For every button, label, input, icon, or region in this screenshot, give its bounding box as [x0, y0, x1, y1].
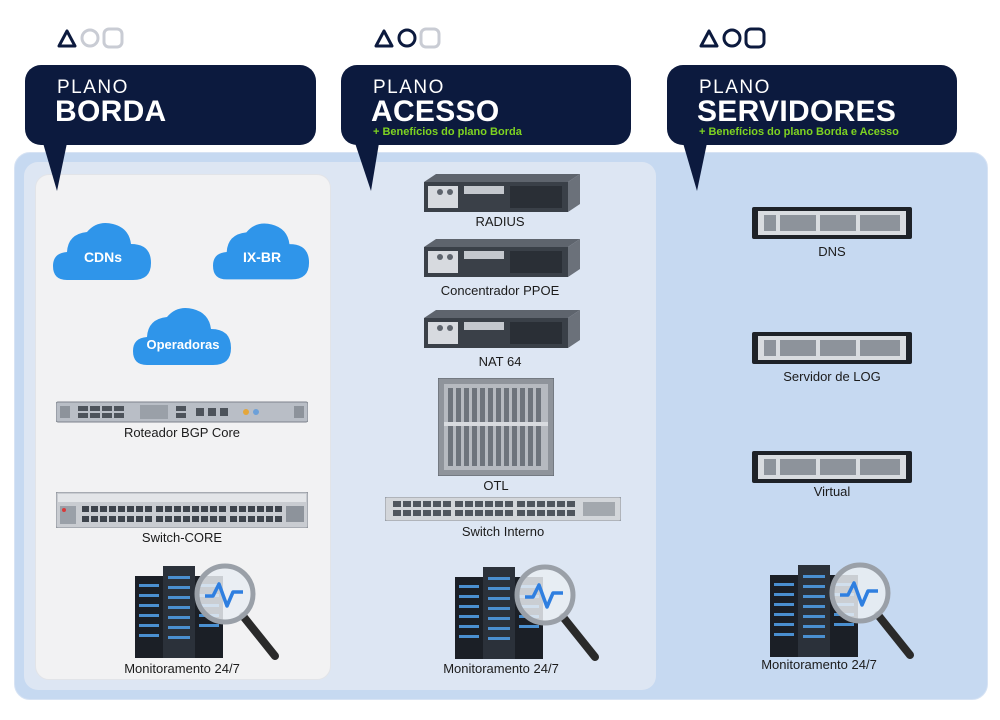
- device-label: Monitoramento 24/7: [443, 661, 559, 676]
- virtual-server-icon: [752, 451, 912, 483]
- plano-label: PLANO: [373, 77, 445, 98]
- dns-server-icon: [752, 207, 912, 239]
- triangle-icon: [374, 29, 394, 48]
- cloud-label: Operadoras: [146, 337, 220, 352]
- device-label: Servidor de LOG: [783, 369, 881, 384]
- plan-name: BORDA: [55, 95, 167, 128]
- device-label: NAT 64: [478, 354, 522, 369]
- device-label: Monitoramento 24/7: [761, 657, 877, 672]
- magnifier-icon: [829, 562, 914, 659]
- cloud-icon: [53, 223, 151, 280]
- device-label: OTL: [483, 478, 509, 493]
- plan-name: SERVIDORES: [697, 95, 897, 128]
- monitoring-icon: [770, 562, 914, 659]
- cloud-icon: [213, 223, 310, 280]
- cloud-operadoras: Operadoras: [133, 305, 233, 367]
- cloud-label: CDNs: [83, 249, 123, 265]
- device-label: Roteador BGP Core: [123, 425, 241, 440]
- cloud-cdns: CDNs: [53, 220, 153, 282]
- plan-logo-borda: [57, 27, 124, 49]
- plan-benefit: + Benefícios do plano Borda e Acesso: [699, 126, 899, 138]
- circle-icon: [397, 28, 417, 48]
- rounded-square-icon: [102, 27, 124, 49]
- header-servidores: PLANO SERVIDORES + Benefícios do plano B…: [667, 65, 957, 191]
- header-borda: PLANO BORDA: [25, 65, 316, 191]
- cloud-icon: [133, 308, 231, 365]
- cloud-ix-br: IX-BR: [213, 220, 311, 282]
- device-label: RADIUS: [475, 214, 525, 229]
- monitoring-icon: [455, 564, 599, 661]
- monitoring-icon: [135, 563, 279, 660]
- router-device-icon: [56, 401, 308, 423]
- plano-label: PLANO: [57, 77, 129, 98]
- plan-name: ACESSO: [371, 95, 500, 128]
- otl-chassis-icon: [438, 378, 554, 476]
- pppoe-server-icon: [424, 239, 580, 277]
- log-server-icon: [752, 332, 912, 364]
- switch-device-icon: [56, 492, 308, 528]
- rounded-square-icon: [419, 27, 441, 49]
- device-label: Concentrador PPOE: [440, 283, 560, 298]
- device-label: Monitoramento 24/7: [124, 661, 240, 676]
- circle-icon: [80, 28, 100, 48]
- internal-switch-icon: [385, 497, 621, 521]
- server-rack-icon: [455, 567, 543, 659]
- rounded-square-icon: [744, 27, 766, 49]
- triangle-icon: [57, 29, 77, 48]
- plan-logo-servidores: [699, 27, 766, 49]
- device-label: Virtual: [813, 484, 851, 499]
- header-acesso: PLANO ACESSO + Benefícios do plano Borda: [341, 65, 631, 191]
- nat-server-icon: [424, 310, 580, 348]
- radius-server-icon: [424, 174, 580, 212]
- device-label: Switch Interno: [461, 524, 545, 539]
- plan-logo-acesso: [374, 27, 441, 49]
- circle-icon: [722, 28, 742, 48]
- device-label: DNS: [818, 244, 846, 259]
- magnifier-icon: [194, 563, 279, 660]
- triangle-icon: [699, 29, 719, 48]
- cloud-label: IX-BR: [242, 249, 282, 265]
- plan-benefit: + Benefícios do plano Borda: [373, 126, 522, 138]
- magnifier-icon: [514, 564, 599, 661]
- plano-label: PLANO: [699, 77, 771, 98]
- device-label: Switch-CORE: [141, 530, 223, 545]
